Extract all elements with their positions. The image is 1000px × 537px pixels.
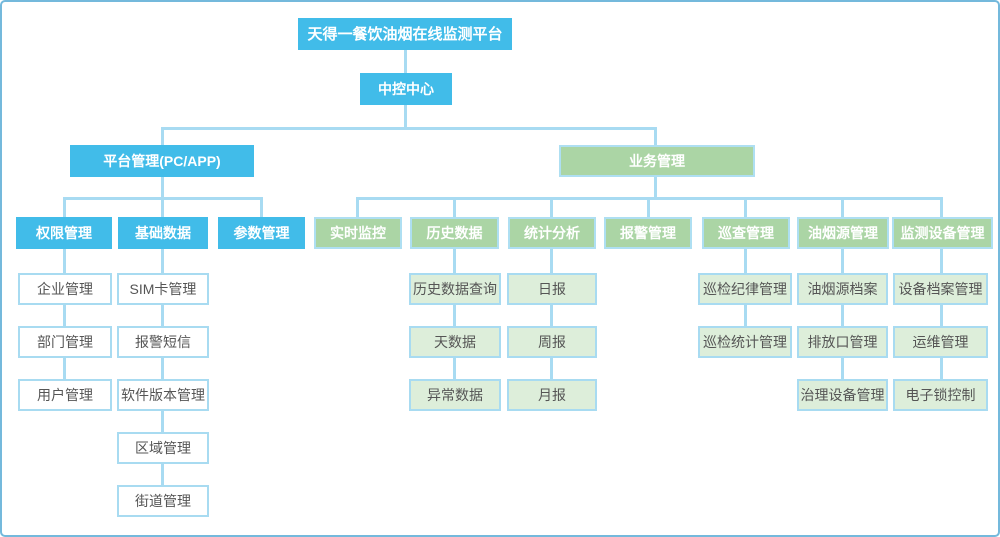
node-business-management: 业务管理 — [559, 145, 755, 177]
node-fume-source-archive: 油烟源档案 — [797, 273, 888, 305]
connector-line — [841, 249, 844, 395]
node-basic-data: 基础数据 — [118, 217, 208, 249]
node-street-management: 街道管理 — [117, 485, 209, 517]
connector-line — [63, 249, 66, 395]
connector-line — [940, 249, 943, 395]
node-parameter-management: 参数管理 — [218, 217, 305, 249]
connector-line — [161, 249, 164, 501]
node-fume-source-management: 油烟源管理 — [797, 217, 889, 249]
node-patrol-statistics-management: 巡检统计管理 — [698, 326, 792, 358]
connector-line — [404, 50, 407, 73]
node-region-management: 区域管理 — [117, 432, 209, 464]
node-sim-card-management: SIM卡管理 — [117, 273, 209, 305]
node-day-data: 天数据 — [409, 326, 501, 358]
node-control-center: 中控中心 — [360, 73, 452, 105]
node-monthly-report: 月报 — [507, 379, 597, 411]
node-treatment-device-management: 治理设备管理 — [797, 379, 888, 411]
node-department-management: 部门管理 — [18, 326, 112, 358]
connector-line — [404, 105, 407, 128]
connector-line — [356, 198, 359, 217]
connector-line — [744, 198, 747, 217]
node-device-archive-management: 设备档案管理 — [893, 273, 988, 305]
node-patrol-management: 巡查管理 — [702, 217, 790, 249]
connector-line — [940, 198, 943, 217]
connector-line — [550, 249, 553, 395]
connector-line — [453, 249, 456, 395]
node-history-data-query: 历史数据查询 — [409, 273, 501, 305]
connector-line — [453, 198, 456, 217]
node-enterprise-management: 企业管理 — [18, 273, 112, 305]
node-realtime-monitoring: 实时监控 — [314, 217, 402, 249]
node-abnormal-data: 异常数据 — [409, 379, 501, 411]
connector-line — [260, 198, 263, 217]
node-history-data: 历史数据 — [410, 217, 499, 249]
node-operation-maintenance: 运维管理 — [893, 326, 988, 358]
node-electronic-lock-control: 电子锁控制 — [893, 379, 988, 411]
connector-line — [841, 198, 844, 217]
connector-line — [161, 198, 164, 217]
node-monitor-device-management: 监测设备管理 — [892, 217, 993, 249]
node-statistics-analysis: 统计分析 — [508, 217, 596, 249]
node-alarm-management: 报警管理 — [604, 217, 692, 249]
node-outlet-management: 排放口管理 — [797, 326, 888, 358]
connector-line — [550, 198, 553, 217]
node-user-management: 用户管理 — [18, 379, 112, 411]
node-root: 天得一餐饮油烟在线监测平台 — [298, 18, 512, 50]
node-permission-management: 权限管理 — [16, 217, 112, 249]
node-software-version-management: 软件版本管理 — [117, 379, 209, 411]
connector-line — [161, 128, 164, 145]
connector-line — [63, 198, 66, 217]
node-alarm-sms: 报警短信 — [117, 326, 209, 358]
connector-line — [161, 177, 164, 198]
node-platform-management: 平台管理(PC/APP) — [70, 145, 254, 177]
node-patrol-discipline-management: 巡检纪律管理 — [698, 273, 792, 305]
node-daily-report: 日报 — [507, 273, 597, 305]
connector-line — [654, 128, 657, 145]
node-weekly-report: 周报 — [507, 326, 597, 358]
connector-line — [161, 127, 657, 130]
connector-line — [654, 177, 657, 198]
connector-line — [647, 198, 650, 217]
